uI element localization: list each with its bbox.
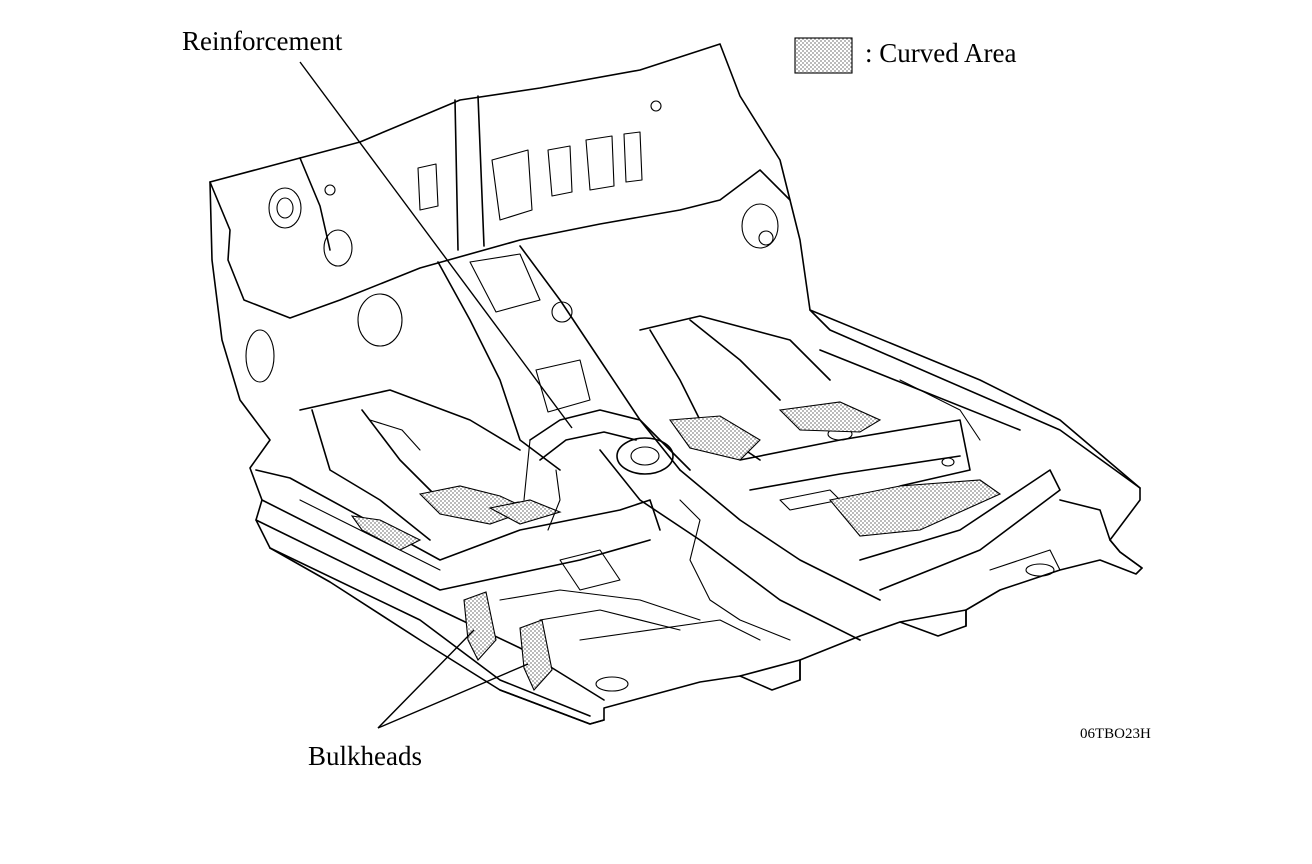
bulkheads-label: Bulkheads	[308, 741, 422, 771]
curved-area-swatch	[794, 37, 853, 74]
reinforcement-leader	[299, 61, 573, 429]
reinforcement-part	[523, 409, 681, 531]
curved-area-label: : Curved Area	[865, 38, 1016, 68]
curved-area-rear-right-floor	[828, 479, 1002, 537]
curved-area-left-rail	[350, 515, 422, 551]
leader-lines	[299, 61, 573, 729]
figure-code: 06TBO23H	[1080, 726, 1151, 742]
floor-pan-body	[209, 43, 1143, 725]
curved-area-right-rear	[778, 401, 882, 433]
legend: : Curved Area	[794, 37, 1016, 74]
curved-areas	[350, 401, 1002, 691]
curved-area-center-front	[488, 499, 562, 525]
bulkheads-leader-left	[377, 629, 475, 729]
reinforcement-label: Reinforcement	[182, 26, 343, 56]
bulkheads-leader-right	[377, 663, 529, 729]
curved-area-right-front	[668, 415, 761, 461]
bulkhead-left	[463, 591, 497, 661]
bulkhead-right	[519, 619, 553, 691]
